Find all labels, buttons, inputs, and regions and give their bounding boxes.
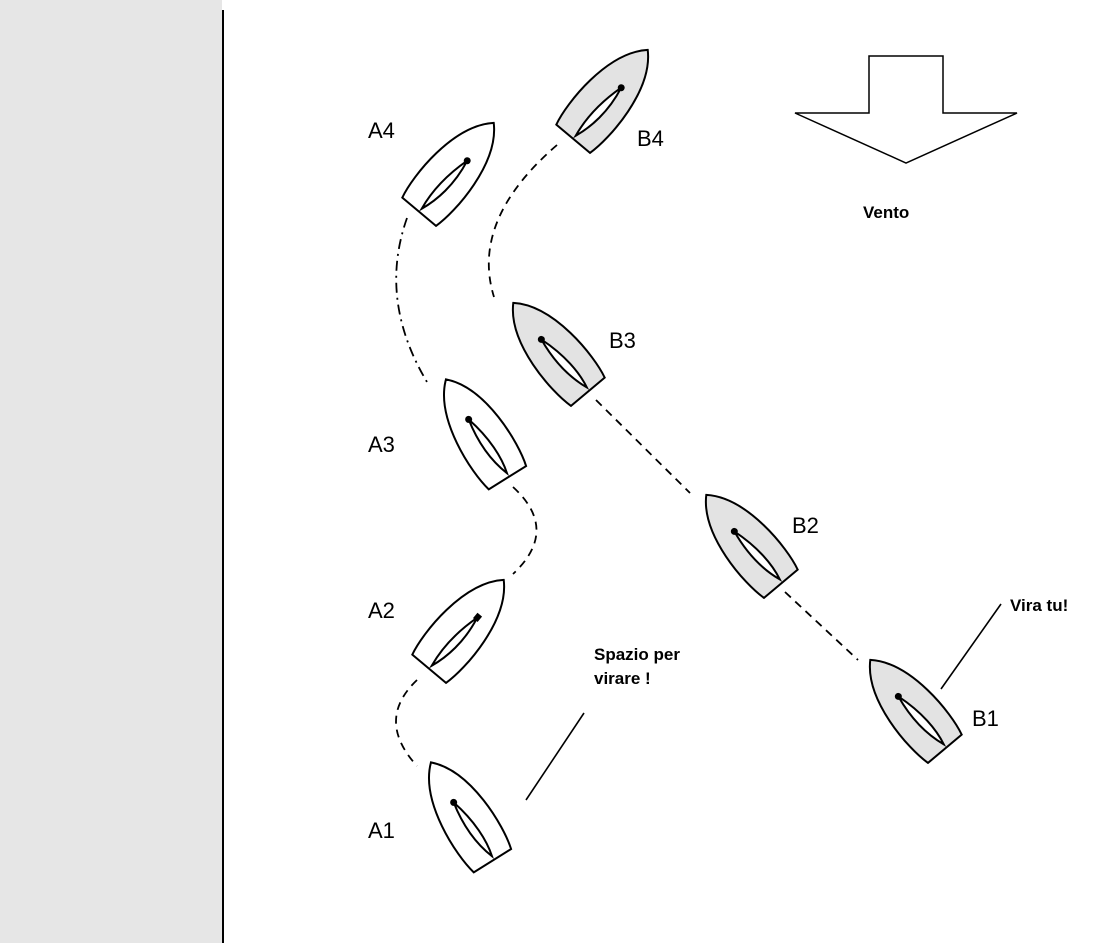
track-b4-b3 bbox=[487, 144, 558, 298]
shore bbox=[0, 0, 222, 943]
boat-a4 bbox=[401, 121, 495, 228]
label-b1: B1 bbox=[972, 706, 999, 731]
note-tack-you: Vira tu! bbox=[1010, 596, 1068, 615]
label-a3: A3 bbox=[368, 432, 395, 457]
label-a2: A2 bbox=[368, 598, 395, 623]
boat-b4 bbox=[555, 48, 649, 155]
boat-a3 bbox=[443, 378, 528, 491]
wind-arrow-icon bbox=[794, 55, 1018, 164]
callout-line-tack bbox=[940, 603, 1002, 690]
boat-b1 bbox=[869, 658, 963, 765]
note-room-to-tack-line2: virare ! bbox=[594, 669, 651, 688]
boat-a2 bbox=[411, 578, 505, 685]
label-a4: A4 bbox=[368, 118, 395, 143]
track-b3-b2 bbox=[595, 399, 691, 494]
label-b4: B4 bbox=[637, 126, 664, 151]
note-room-to-tack-line1: Spazio per bbox=[594, 645, 680, 664]
label-b2: B2 bbox=[792, 513, 819, 538]
label-b3: B3 bbox=[609, 328, 636, 353]
track-a4-a3 bbox=[395, 217, 428, 383]
boat-b3 bbox=[512, 301, 606, 408]
callout-line-room bbox=[525, 712, 585, 801]
boat-b2 bbox=[705, 493, 799, 600]
track-a2-a1 bbox=[395, 679, 418, 767]
label-a1: A1 bbox=[368, 818, 395, 843]
track-b2-b1 bbox=[784, 591, 859, 661]
boat-a1 bbox=[428, 761, 513, 874]
wind-label: Vento bbox=[863, 203, 909, 222]
track-a3-a2 bbox=[512, 486, 538, 575]
